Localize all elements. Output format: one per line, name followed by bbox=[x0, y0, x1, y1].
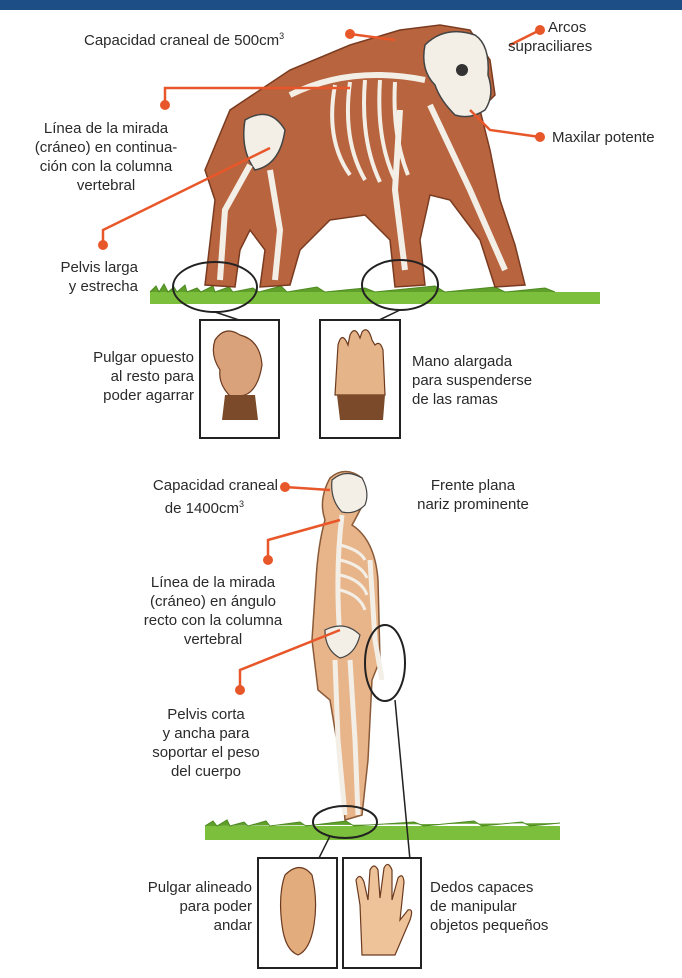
gorilla-gaze-line-label: Línea de la mirada (cráneo) en continua-… bbox=[14, 119, 198, 195]
human-pelvis-line2: y ancha para bbox=[122, 724, 290, 743]
human-gaze-line4: vertebral bbox=[118, 630, 308, 649]
human-skull bbox=[332, 473, 367, 512]
human-toe-label: Pulgar alineado para poder andar bbox=[100, 878, 252, 935]
gaze-line2: (cráneo) en continua- bbox=[14, 138, 198, 157]
pelvis-line2: y estrecha bbox=[40, 277, 138, 296]
human-gaze-line1: Línea de la mirada bbox=[118, 573, 308, 592]
gorilla-pelvis-label: Pelvis larga y estrecha bbox=[40, 258, 138, 296]
gaze-line3: ción con la columna bbox=[14, 157, 198, 176]
gaze-line1: Línea de la mirada bbox=[14, 119, 198, 138]
hand-line3: de las ramas bbox=[412, 390, 532, 409]
human-fingers-label: Dedos capaces de manipular objetos peque… bbox=[430, 878, 548, 935]
fingers-line2: de manipular bbox=[430, 897, 548, 916]
thumb-line3: poder agarrar bbox=[50, 386, 194, 405]
fingers-line1: Dedos capaces bbox=[430, 878, 548, 897]
hand-line1: Mano alargada bbox=[412, 352, 532, 371]
toe-line3: andar bbox=[100, 916, 252, 935]
forehead-line1: Frente plana bbox=[398, 476, 548, 495]
human-cranial-line1: Capacidad craneal bbox=[100, 476, 278, 495]
human-gaze-line2: (cráneo) en ángulo bbox=[118, 592, 308, 611]
human-cranial-line2: de 1400cm3 bbox=[100, 495, 278, 518]
thumb-line2: al resto para bbox=[50, 367, 194, 386]
gorilla-thumb-label: Pulgar opuesto al resto para poder agarr… bbox=[50, 348, 194, 405]
gaze-line4: vertebral bbox=[14, 176, 198, 195]
human-cranial-capacity-label: Capacidad craneal de 1400cm3 bbox=[100, 476, 278, 518]
thumb-line1: Pulgar opuesto bbox=[50, 348, 194, 367]
human-pelvis-line1: Pelvis corta bbox=[122, 705, 290, 724]
gorilla-cranial-capacity-label: Capacidad craneal de 500cm3 bbox=[84, 27, 284, 50]
human-gaze-line-label: Línea de la mirada (cráneo) en ángulo re… bbox=[118, 573, 308, 649]
pelvis-line1: Pelvis larga bbox=[40, 258, 138, 277]
brow-line2: supraciliares bbox=[508, 37, 592, 56]
forehead-line2: nariz prominente bbox=[398, 495, 548, 514]
toe-line2: para poder bbox=[100, 897, 252, 916]
human-gaze-line3: recto con la columna bbox=[118, 611, 308, 630]
human-pelvis-line3: soportar el peso bbox=[122, 743, 290, 762]
gorilla-brow-ridges-label: Arcos supraciliares bbox=[548, 18, 592, 56]
toe-line1: Pulgar alineado bbox=[100, 878, 252, 897]
hand-line2: para suspenderse bbox=[412, 371, 532, 390]
human-pelvis-line4: del cuerpo bbox=[122, 762, 290, 781]
human-pelvis-label: Pelvis corta y ancha para soportar el pe… bbox=[122, 705, 290, 781]
gorilla-jaw-label: Maxilar potente bbox=[552, 128, 655, 147]
fingers-line3: objetos pequeños bbox=[430, 916, 548, 935]
gorilla-grass bbox=[150, 292, 600, 304]
gorilla-hand-label: Mano alargada para suspenderse de las ra… bbox=[412, 352, 532, 409]
human-grass bbox=[205, 826, 560, 840]
human-forehead-label: Frente plana nariz prominente bbox=[398, 476, 548, 514]
brow-line1: Arcos bbox=[548, 18, 592, 37]
